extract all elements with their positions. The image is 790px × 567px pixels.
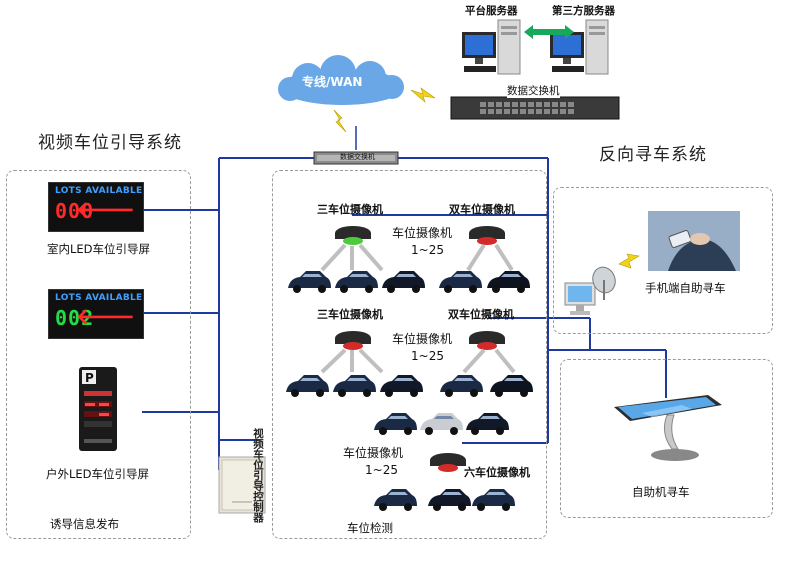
led-count: 002 — [55, 306, 95, 330]
main-switch-label: 数据交换机 — [507, 83, 560, 98]
car-icon — [333, 375, 376, 397]
camera-range: 1~25 — [411, 243, 444, 257]
left-section-title: 视频车位引导系统 — [38, 133, 182, 153]
cloud-icon — [278, 55, 404, 105]
car-icon — [286, 375, 329, 397]
car-icon — [440, 375, 483, 397]
camera-label: 车位摄像机 — [392, 332, 453, 346]
car-icon — [420, 413, 463, 435]
camera-label: 车位摄像机 — [392, 226, 453, 240]
camera-6-slot-icon — [430, 453, 466, 472]
view-arrows — [320, 348, 516, 374]
platform-server-label: 平台服务器 — [465, 5, 518, 17]
center-section-box — [272, 170, 547, 539]
platform-server-icon — [462, 19, 521, 75]
third-party-server-label: 第三方服务器 — [552, 5, 615, 17]
center-section-footer: 车位检测 — [347, 521, 393, 535]
lightning-icon — [618, 253, 640, 269]
car-icon — [487, 271, 530, 293]
camera-2-slot-icon — [469, 226, 505, 245]
led-header: LOTS AVAILABLE — [55, 293, 143, 303]
small-switch-icon — [313, 151, 399, 165]
car-icon — [335, 271, 378, 293]
controller-label: 视频车位引导控制器 — [252, 428, 264, 523]
mobile-phone-photo — [648, 211, 740, 271]
car-icon — [382, 271, 425, 293]
led-header: LOTS AVAILABLE — [55, 186, 143, 196]
indoor-led-screen-2: LOTS AVAILABLE 002 🡐 — [48, 289, 144, 339]
third-party-server-icon — [550, 19, 609, 75]
indoor-led-label: 室内LED车位引导屏 — [47, 242, 151, 256]
car-icon — [472, 489, 515, 511]
car-icon — [439, 271, 482, 293]
car-icon — [490, 375, 533, 397]
car-icon — [428, 489, 471, 511]
main-switch-icon — [450, 96, 620, 120]
arrow-left-icon: 🡐 — [76, 198, 135, 223]
kiosk-box — [560, 359, 773, 518]
camera-2-slot-label: 双车位摄像机 — [449, 203, 515, 216]
arrow-left-icon: 🡐 — [76, 305, 135, 330]
camera-3-slot-icon — [335, 331, 371, 350]
lightning-icon — [333, 109, 347, 133]
svg-text:P: P — [85, 371, 94, 385]
camera-3-slot-icon — [335, 226, 371, 245]
lightning-icon — [410, 87, 436, 103]
camera-range: 1~25 — [411, 349, 444, 363]
car-icon — [466, 413, 509, 435]
left-section-footer: 诱导信息发布 — [50, 517, 119, 531]
controller-cabinet-icon — [218, 456, 266, 514]
camera-3-slot-label: 三车位摄像机 — [317, 308, 383, 321]
wan-label: 专线/WAN — [302, 75, 363, 89]
camera-range: 1~25 — [365, 463, 398, 477]
mobile-box — [553, 187, 773, 334]
kiosk-icon — [614, 395, 722, 461]
kiosk-label: 自助机寻车 — [632, 485, 690, 499]
indoor-led-screen: LOTS AVAILABLE 000 🡐 — [48, 182, 144, 232]
camera-6-slot-label: 六车位摄像机 — [464, 466, 530, 479]
bidirectional-arrow-icon — [524, 25, 574, 39]
outdoor-led-label: 户外LED车位引导屏 — [46, 467, 150, 481]
camera-2-slot-icon — [469, 331, 505, 350]
car-icon — [374, 413, 417, 435]
camera-3-slot-label: 三车位摄像机 — [317, 203, 383, 216]
monitor-icon — [564, 282, 596, 315]
satellite-dish-icon — [592, 266, 616, 300]
car-icon — [288, 271, 331, 293]
mobile-label: 手机端自助寻车 — [645, 281, 726, 295]
outdoor-led-screen-icon: P — [79, 367, 117, 451]
car-icon — [380, 375, 423, 397]
right-section-title: 反向寻车系统 — [599, 145, 707, 165]
left-section-box — [6, 170, 191, 539]
camera-2-slot-label: 双车位摄像机 — [448, 308, 514, 321]
small-switch-label: 数据交换机 — [340, 153, 375, 161]
car-icon — [374, 489, 417, 511]
view-arrows — [320, 243, 514, 272]
led-count: 000 — [55, 199, 95, 223]
camera-label: 车位摄像机 — [343, 446, 404, 460]
